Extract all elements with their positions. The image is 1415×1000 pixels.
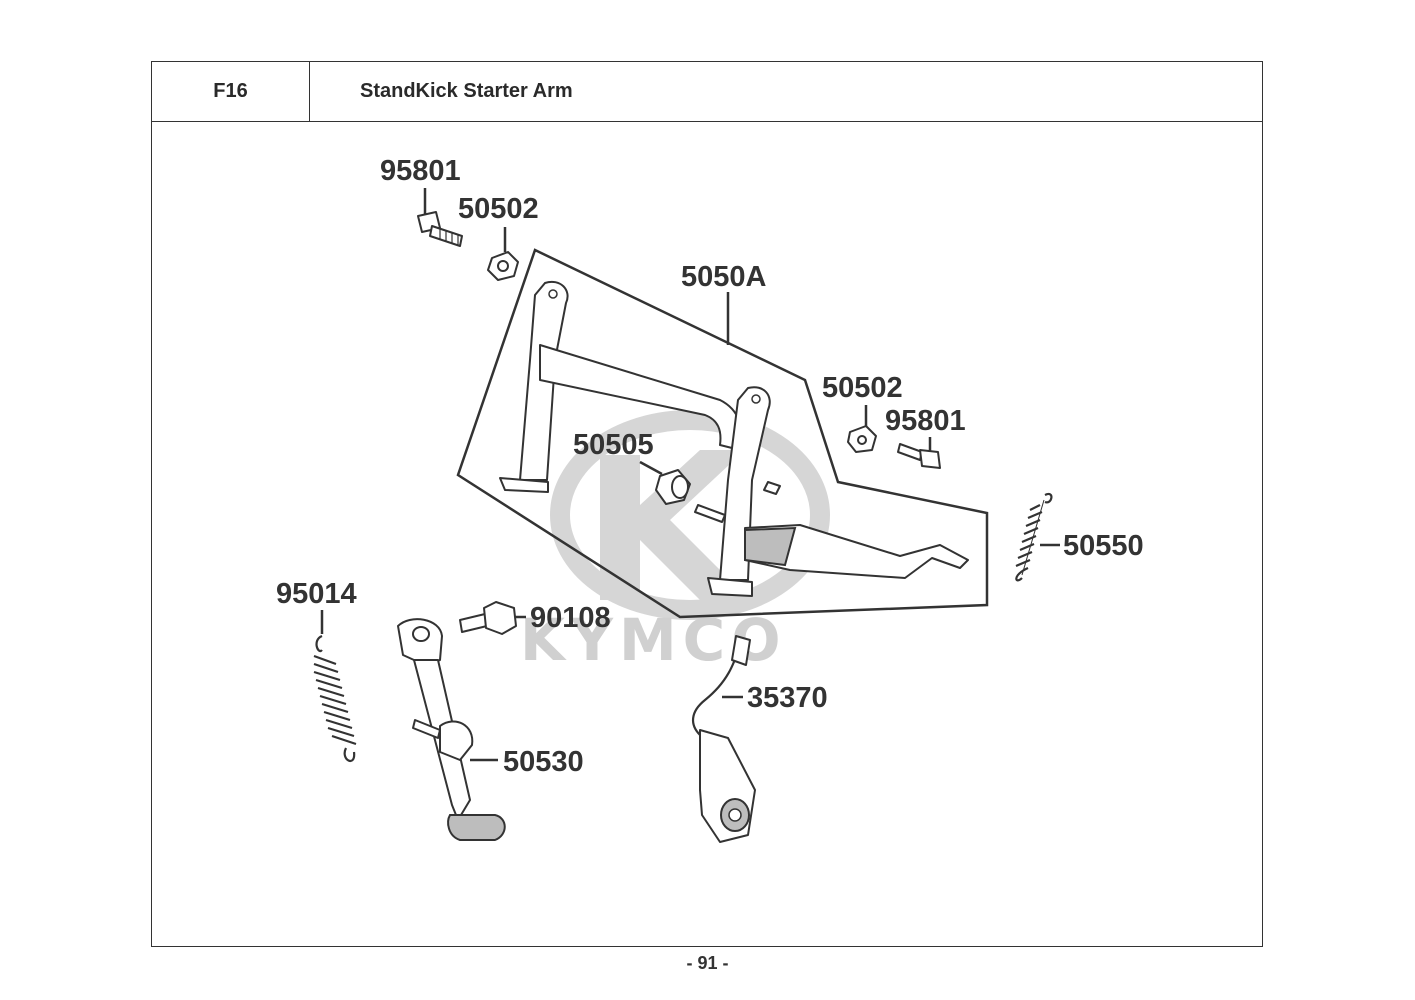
side-stand-50530 <box>397 618 506 841</box>
bolt-90108 <box>459 601 526 635</box>
label-35370: 35370 <box>747 682 828 714</box>
switch-35370 <box>692 635 756 843</box>
bolt-95801-right <box>897 437 941 469</box>
label-5050A: 5050A <box>681 261 767 293</box>
main-stand-5050A <box>499 280 969 597</box>
bolt-95801-top <box>417 188 463 247</box>
label-50530: 50530 <box>503 746 584 778</box>
section-title-box <box>309 61 1263 122</box>
label-50502-right: 50502 <box>822 372 903 404</box>
bushing-50505 <box>639 460 691 505</box>
page-number: - 91 - <box>686 953 729 973</box>
label-90108: 90108 <box>530 602 611 634</box>
section-title: StandKick Starter Arm <box>360 80 573 102</box>
nut-50502-right <box>847 405 877 453</box>
spring-50550 <box>1015 492 1060 582</box>
label-50505: 50505 <box>573 429 654 461</box>
label-50550: 50550 <box>1063 530 1144 562</box>
spring-95014 <box>313 610 357 763</box>
label-95801-top: 95801 <box>380 155 461 187</box>
section-code: F16 <box>213 80 248 102</box>
nut-50502-top <box>487 227 519 281</box>
label-95014: 95014 <box>276 578 357 610</box>
main-stand-group-outline <box>456 248 989 619</box>
section-code-box <box>151 61 310 122</box>
label-50502-top: 50502 <box>458 193 539 225</box>
label-95801-right: 95801 <box>885 405 966 437</box>
